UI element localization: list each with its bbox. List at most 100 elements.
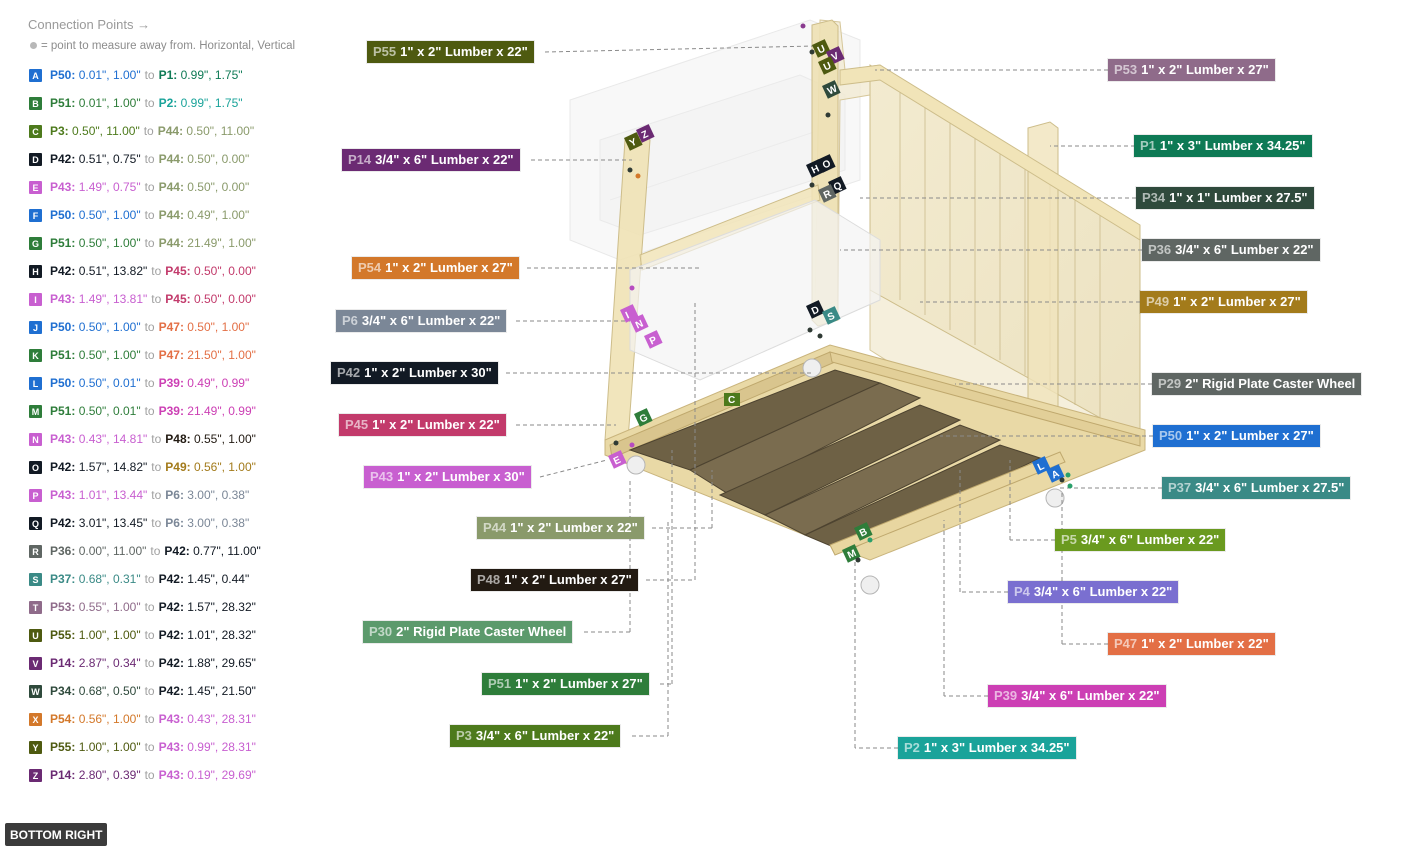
view-orientation-button[interactable]: BOTTOM RIGHT [5,823,108,846]
connection-to: P42: 1.45", 21.50" [158,684,256,698]
connection-from: P43: 1.49", 0.75" [50,180,141,194]
connection-from: P43: 0.43", 14.81" [50,432,148,446]
connection-to: P42: 1.88", 29.65" [158,656,256,670]
connection-from: P54: 0.56", 1.00" [50,712,141,726]
connection-to-word: to [150,544,161,558]
panel-note: = point to measure away from. Horizontal… [30,40,295,52]
svg-text:Y: Y [628,136,639,149]
leader-lines [506,45,1162,749]
connection-from: P42: 0.51", 0.75" [50,152,141,166]
connection-to-word: to [144,712,155,726]
connection-to-word: to [151,488,162,502]
connection-letter-badge: Q [29,517,42,530]
connection-from: P37: 0.68", 0.31" [50,572,141,586]
connection-to: P44: 0.50", 0.00" [158,180,250,194]
connection-letter-badge: N [29,433,42,446]
connection-letter-badge: D [29,153,42,166]
point-dot-icon [30,42,37,49]
connection-letter-badge: W [29,685,42,698]
connection-letter-badge: X [29,713,42,726]
connection-to-word: to [151,432,162,446]
connection-from: P14: 2.87", 0.34" [50,656,141,670]
svg-text:C: C [728,395,735,406]
connection-to: P6: 3.00", 0.38" [165,516,250,530]
connection-to: P43: 0.19", 29.69" [158,768,256,782]
connection-to: P42: 1.57", 28.32" [158,600,256,614]
connection-to: P44: 0.49", 1.00" [158,208,250,222]
svg-text:L: L [1036,461,1046,474]
connection-to-word: to [151,460,162,474]
panel-title[interactable]: Connection Points → [28,17,151,32]
connection-letter-badge: T [29,601,42,614]
connection-to-word: to [143,124,154,138]
svg-text:G: G [638,412,650,425]
svg-text:V: V [830,50,841,63]
connection-from: P43: 1.49", 13.81" [50,292,148,306]
svg-text:U: U [816,43,827,56]
svg-text:B: B [858,526,869,539]
connection-to: P49: 0.56", 1.00" [165,460,256,474]
connection-to: P43: 0.99", 28.31" [158,740,256,754]
connection-to-word: to [144,236,155,250]
connection-from: P3: 0.50", 11.00" [50,124,140,138]
connection-letter-badge: J [29,321,42,334]
svg-text:S: S [826,310,837,323]
connection-to-word: to [144,180,155,194]
connection-from: P42: 1.57", 14.82" [50,460,148,474]
connection-from: P50: 0.50", 1.00" [50,208,141,222]
